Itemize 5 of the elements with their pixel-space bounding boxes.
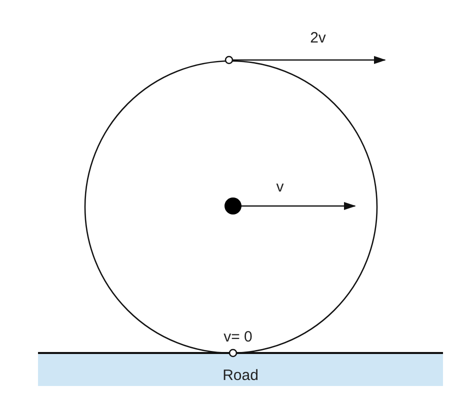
velocity-label: v= 0: [224, 328, 252, 346]
road-band: [38, 354, 443, 386]
road-label: Road: [222, 366, 258, 384]
velocity-label: 2v: [310, 30, 326, 46]
velocity-label: v: [276, 178, 284, 196]
